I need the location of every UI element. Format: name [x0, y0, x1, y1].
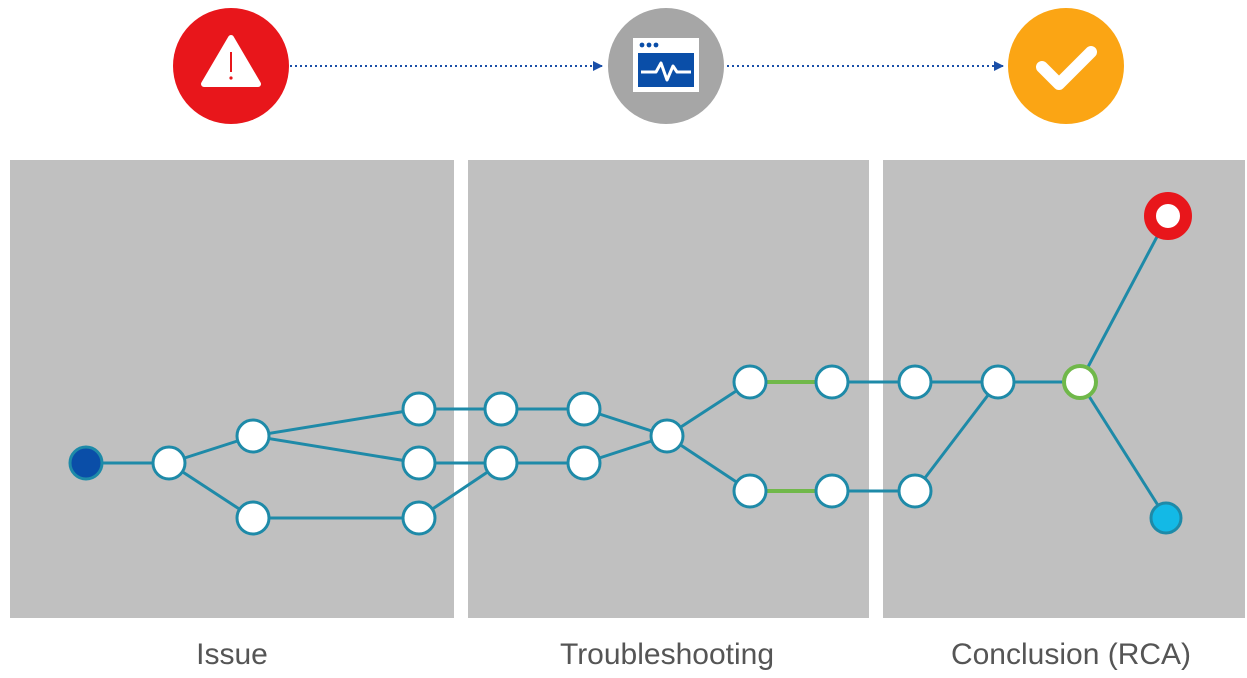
monitor-waveform-icon	[633, 38, 699, 92]
warning-icon	[201, 35, 261, 87]
troubleshooting-label: Troubleshooting	[559, 638, 775, 671]
graph-node	[732, 473, 768, 509]
panel-troubleshooting	[468, 160, 869, 618]
graph-node	[732, 364, 768, 400]
end-node	[1149, 501, 1183, 535]
graph-node	[483, 391, 519, 427]
graph-node	[235, 418, 271, 454]
issue-label: Issue	[196, 638, 268, 671]
graph-node	[814, 364, 850, 400]
graph-node	[566, 445, 602, 481]
conclusion-label: Conclusion (RCA)	[950, 638, 1192, 671]
conclusion-step	[1008, 8, 1124, 124]
panel-issue	[10, 160, 454, 618]
start-node	[68, 445, 104, 481]
graph-node	[483, 445, 519, 481]
graph-node	[897, 473, 933, 509]
graph-node	[814, 473, 850, 509]
graph-node	[649, 418, 685, 454]
junction-node	[1062, 364, 1098, 400]
graph-node	[401, 500, 437, 536]
troubleshooting-step	[608, 8, 724, 124]
graph-node	[897, 364, 933, 400]
graph-node	[151, 445, 187, 481]
checkmark-icon	[1036, 46, 1097, 90]
issue-step	[173, 8, 289, 124]
graph-nodes	[68, 192, 1192, 536]
graph-node	[235, 500, 271, 536]
root-cause-node	[1144, 192, 1192, 240]
graph-node	[401, 445, 437, 481]
graph-node	[566, 391, 602, 427]
conclusion-circle	[1008, 8, 1124, 124]
graph-node	[401, 391, 437, 427]
graph-node	[980, 364, 1016, 400]
